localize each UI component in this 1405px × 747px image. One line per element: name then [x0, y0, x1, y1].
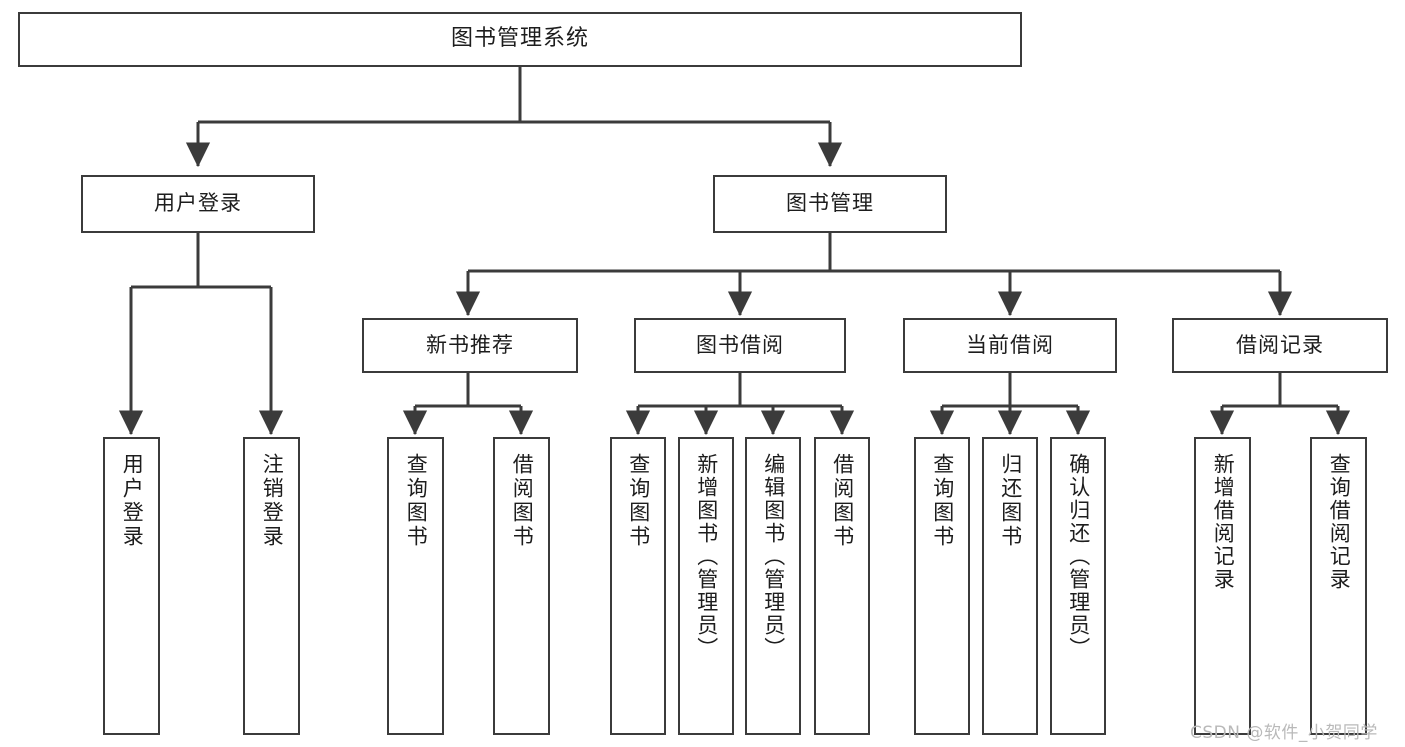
node-leaf-add-book-admin[interactable]: 新增图书（管理员） — [678, 437, 734, 735]
node-new-book-recommend-label: 新书推荐 — [426, 332, 514, 357]
node-user-login-label: 用户登录 — [154, 191, 242, 216]
node-root-book-management-system[interactable]: 图书管理系统 — [18, 12, 1022, 67]
node-leaf-add-book-admin-label: 新增图书（管理员） — [694, 453, 719, 660]
node-book-management[interactable]: 图书管理 — [713, 175, 947, 233]
node-borrow-record-label: 借阅记录 — [1236, 332, 1324, 357]
node-leaf-borrow-book-recommend[interactable]: 借阅图书 — [493, 437, 550, 735]
node-leaf-query-borrow-record-label: 查询借阅记录 — [1327, 453, 1352, 591]
node-leaf-confirm-return-admin-label: 确认归还（管理员） — [1066, 453, 1091, 660]
node-leaf-return-book-label: 归还图书 — [998, 453, 1023, 549]
node-leaf-query-book-recommend-label: 查询图书 — [404, 453, 429, 549]
node-book-borrow[interactable]: 图书借阅 — [634, 318, 846, 373]
node-leaf-query-book-recommend[interactable]: 查询图书 — [387, 437, 444, 735]
node-current-borrow-label: 当前借阅 — [966, 332, 1054, 357]
node-leaf-return-book[interactable]: 归还图书 — [982, 437, 1038, 735]
node-leaf-query-book-current[interactable]: 查询图书 — [914, 437, 970, 735]
node-borrow-record[interactable]: 借阅记录 — [1172, 318, 1388, 373]
node-leaf-logout-login[interactable]: 注销登录 — [243, 437, 300, 735]
node-leaf-query-borrow-record[interactable]: 查询借阅记录 — [1310, 437, 1367, 735]
node-new-book-recommend[interactable]: 新书推荐 — [362, 318, 578, 373]
node-leaf-borrow-book-borrow[interactable]: 借阅图书 — [814, 437, 870, 735]
node-leaf-query-book-current-label: 查询图书 — [930, 453, 955, 549]
node-book-management-label: 图书管理 — [786, 191, 874, 216]
node-user-login[interactable]: 用户登录 — [81, 175, 315, 233]
node-leaf-borrow-book-recommend-label: 借阅图书 — [510, 453, 535, 549]
node-leaf-query-book-borrow-label: 查询图书 — [626, 453, 651, 549]
node-leaf-query-book-borrow[interactable]: 查询图书 — [610, 437, 666, 735]
node-leaf-user-login-label: 用户登录 — [120, 453, 145, 549]
node-leaf-edit-book-admin[interactable]: 编辑图书（管理员） — [745, 437, 801, 735]
node-current-borrow[interactable]: 当前借阅 — [903, 318, 1117, 373]
node-leaf-add-borrow-record-label: 新增借阅记录 — [1211, 453, 1236, 591]
node-leaf-edit-book-admin-label: 编辑图书（管理员） — [761, 453, 786, 660]
node-leaf-borrow-book-borrow-label: 借阅图书 — [830, 453, 855, 549]
node-leaf-confirm-return-admin[interactable]: 确认归还（管理员） — [1050, 437, 1106, 735]
node-leaf-user-login[interactable]: 用户登录 — [103, 437, 160, 735]
node-root-label: 图书管理系统 — [450, 26, 589, 52]
node-leaf-add-borrow-record[interactable]: 新增借阅记录 — [1194, 437, 1251, 735]
node-book-borrow-label: 图书借阅 — [696, 332, 784, 357]
node-leaf-logout-login-label: 注销登录 — [260, 453, 285, 549]
